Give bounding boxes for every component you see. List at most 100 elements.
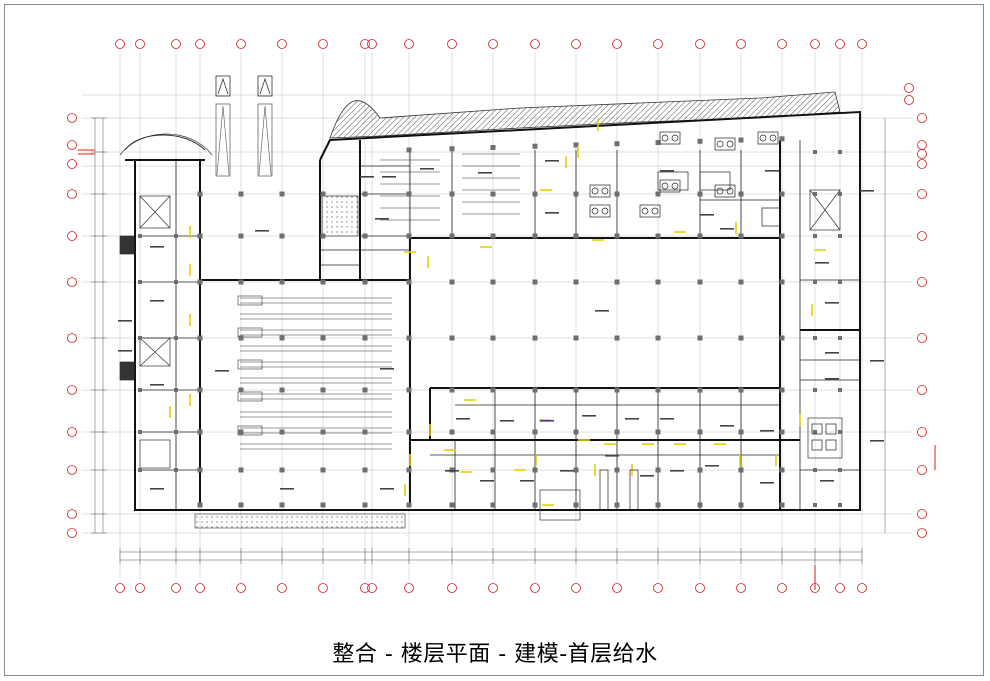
room-label [595, 310, 609, 312]
column [614, 279, 620, 285]
column [406, 502, 412, 508]
column [320, 279, 326, 285]
room-label-marks [118, 160, 884, 490]
room-label [705, 465, 719, 467]
pump-symbol [651, 207, 659, 215]
column [197, 279, 203, 285]
axis-bubble-left [67, 509, 77, 519]
column [320, 502, 326, 508]
column [697, 335, 703, 341]
axis-bubble-left [67, 189, 77, 199]
axis-bubble-top [360, 39, 370, 49]
axis-bubble-top [115, 39, 125, 49]
axis-bubble-top [171, 39, 181, 49]
drawing-caption: 整合 - 楼层平面 - 建模-首层给水 [332, 642, 658, 667]
axis-bubble-top [135, 39, 145, 49]
sanitary-fixture [825, 439, 837, 451]
room-label [380, 488, 394, 490]
column [174, 430, 178, 434]
axis-bubble-top [857, 39, 867, 49]
column [362, 429, 368, 435]
room-label [280, 488, 294, 490]
axis-bubble-right [917, 509, 927, 519]
column [449, 387, 455, 393]
column [779, 233, 785, 239]
column [697, 138, 703, 144]
column [449, 146, 455, 152]
axis-bubble-bottom [360, 583, 370, 593]
axis-bubble-left [67, 528, 77, 538]
column [655, 191, 661, 197]
room-label [215, 370, 229, 372]
column [174, 336, 178, 340]
column [614, 502, 620, 508]
column [779, 387, 785, 393]
pump-unit [714, 184, 736, 198]
room-label [825, 378, 839, 380]
column [779, 136, 785, 142]
column [532, 335, 538, 341]
axis-bubble-corner [904, 83, 914, 93]
column [813, 430, 817, 434]
pump-symbol [661, 182, 669, 190]
axis-bubble-right [917, 113, 927, 123]
pump-symbol [641, 207, 649, 215]
axis-bubble-bottom [653, 583, 663, 593]
long-fixture [599, 469, 609, 511]
room-label [540, 420, 554, 422]
room-label [150, 488, 164, 490]
column [813, 336, 817, 340]
column [490, 387, 496, 393]
room-label [582, 415, 596, 417]
sanitary-fixture [811, 439, 823, 451]
column [738, 467, 744, 473]
column [573, 191, 579, 197]
column [573, 279, 579, 285]
column [320, 233, 326, 239]
long-fixture [629, 469, 639, 511]
column [279, 429, 285, 435]
column [362, 279, 368, 285]
column [655, 387, 661, 393]
room-label [255, 230, 269, 232]
equipment-block [237, 391, 263, 402]
equipment-block [237, 359, 263, 370]
axis-bubble-top [736, 39, 746, 49]
axis-bubble-bottom [530, 583, 540, 593]
room-label [720, 228, 734, 230]
column [138, 280, 142, 284]
column [320, 191, 326, 197]
column [406, 467, 412, 473]
room-label [820, 480, 834, 482]
tank [761, 207, 781, 227]
column [197, 387, 203, 393]
axis-bubble-bottom [835, 583, 845, 593]
room-label [118, 350, 132, 352]
column [697, 279, 703, 285]
column [406, 191, 412, 197]
column [738, 191, 744, 197]
column [838, 336, 842, 340]
pump-unit [659, 131, 681, 145]
room-label [870, 360, 884, 362]
axis-bubble-top [777, 39, 787, 49]
column [838, 234, 842, 238]
column [449, 335, 455, 341]
room-label [545, 212, 559, 214]
column [490, 467, 496, 473]
room-label [150, 384, 164, 386]
axis-bubble-bottom [404, 583, 414, 593]
axis-bubble-top [653, 39, 663, 49]
column [490, 279, 496, 285]
column [573, 335, 579, 341]
axis-bubble-top [810, 39, 820, 49]
equipment-block [237, 327, 263, 338]
column [779, 502, 785, 508]
column [697, 191, 703, 197]
column [813, 468, 817, 472]
column [813, 150, 817, 154]
axis-bubble-bottom [736, 583, 746, 593]
column [697, 233, 703, 239]
column [779, 279, 785, 285]
